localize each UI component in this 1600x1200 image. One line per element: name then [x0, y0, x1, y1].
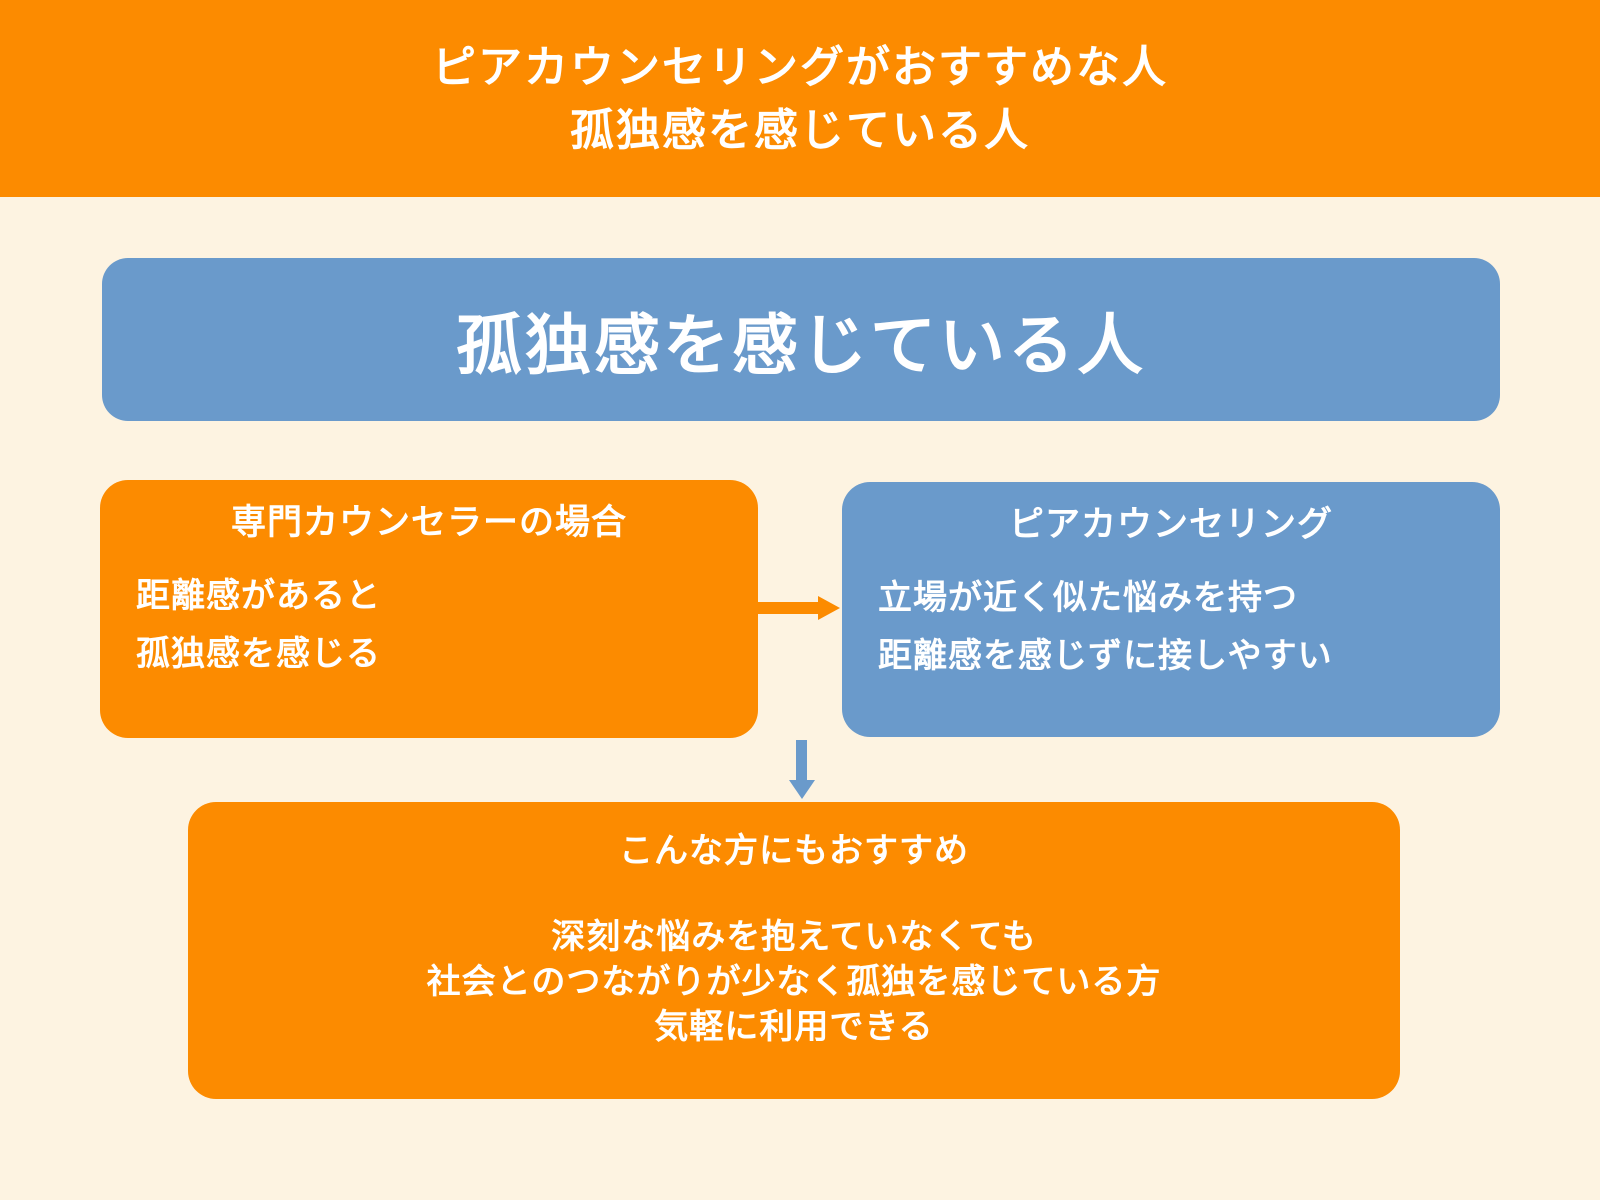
professional-counselor-card: 専門カウンセラーの場合 距離感があると 孤独感を感じる	[100, 480, 758, 738]
professional-counselor-card-title: 専門カウンセラーの場合	[230, 503, 627, 543]
header-band: ピアカウンセリングがおすすめな人 孤独感を感じている人	[0, 0, 1600, 197]
flow-arrow-down-head	[789, 780, 815, 799]
flow-arrow-down-stem	[796, 740, 807, 781]
header-title-line1: ピアカウンセリングがおすすめな人	[432, 41, 1168, 93]
also-recommended-card: こんな方にもおすすめ 深刻な悩みを抱えていなくても 社会とのつながりが少なく孤独…	[188, 802, 1400, 1099]
peer-counseling-card-body: 立場が近く似た悩みを持つ 距離感を感じずに接しやすい	[842, 581, 1500, 673]
main-topic-banner: 孤独感を感じている人	[102, 258, 1500, 421]
also-recommended-card-body: 深刻な悩みを抱えていなくても 社会とのつながりが少なく孤独を感じている方 気軽に…	[188, 915, 1400, 1050]
peer-counseling-card: ピアカウンセリング 立場が近く似た悩みを持つ 距離感を感じずに接しやすい	[842, 482, 1500, 737]
main-topic-title: 孤独感を感じている人	[456, 306, 1146, 384]
professional-counselor-card-body: 距離感があると 孤独感を感じる	[100, 579, 758, 671]
also-recommended-line-2: 社会とのつながりが少なく孤独を感じている方	[426, 962, 1162, 1002]
flow-arrow-right-head	[818, 596, 840, 620]
peer-counseling-card-title: ピアカウンセリング	[1008, 505, 1333, 545]
header-title-line2: 孤独感を感じている人	[570, 104, 1030, 156]
also-recommended-line-3: 気軽に利用できる	[654, 1007, 934, 1047]
also-recommended-line-1: 深刻な悩みを抱えていなくても	[551, 917, 1037, 957]
peer-counseling-line-1: 立場が近く似た悩みを持つ	[878, 578, 1298, 618]
peer-counseling-line-2: 距離感を感じずに接しやすい	[878, 636, 1333, 676]
also-recommended-card-title: こんな方にもおすすめ	[619, 831, 969, 871]
professional-counselor-line-1: 距離感があると	[136, 576, 381, 616]
flow-arrow-right-stem	[757, 602, 819, 614]
professional-counselor-line-2: 孤独感を感じる	[136, 634, 381, 674]
